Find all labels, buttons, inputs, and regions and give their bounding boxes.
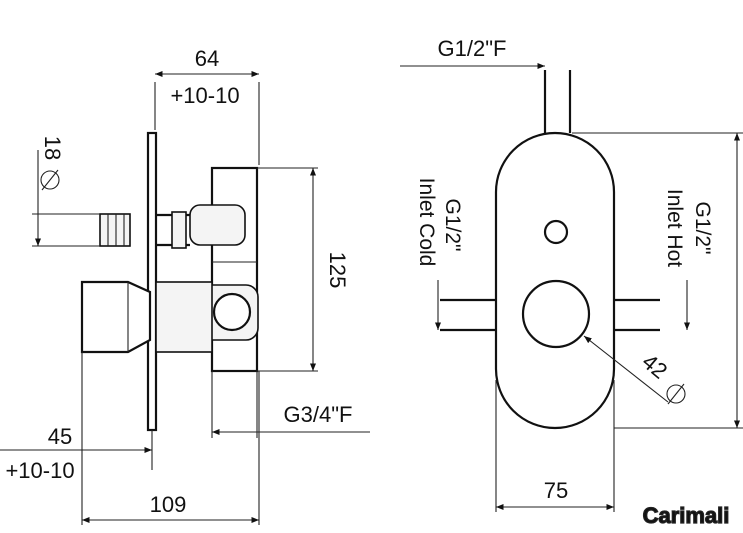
lever-handle xyxy=(80,280,152,354)
dim-75: 75 xyxy=(544,478,568,503)
wall-plate xyxy=(146,131,158,432)
dim-outlet: G3/4"F xyxy=(284,402,353,427)
dim-109: 109 xyxy=(150,492,187,517)
side-view: 64 +10-10 18 125 G3/4"F 45 +10-10 109 xyxy=(0,46,370,525)
front-view: G1/2"F Inlet Cold G1/2" Inlet Hot G1/2" … xyxy=(400,36,743,512)
control-knob xyxy=(521,279,591,349)
inlet-hot-thread: G1/2" xyxy=(691,202,714,255)
inlet-cold-label: Inlet Cold xyxy=(415,178,438,267)
dim-tol-bottom: +10-10 xyxy=(5,458,74,483)
brand-logo: Carimali xyxy=(643,503,730,528)
dim-18: 18 xyxy=(40,136,65,160)
dim-top-inlet: G1/2"F xyxy=(438,36,507,61)
inlet-cold-thread: G1/2" xyxy=(441,199,464,252)
diverter-hole xyxy=(543,219,569,245)
dim-knob: 42 xyxy=(637,349,672,384)
dim-45: 45 xyxy=(48,424,72,449)
connector-nut xyxy=(99,213,131,247)
dim-125: 125 xyxy=(325,252,350,289)
inlet-hot-label: Inlet Hot xyxy=(663,189,686,267)
dim-tol-top: +10-10 xyxy=(170,83,239,108)
dim-64: 64 xyxy=(195,46,219,71)
